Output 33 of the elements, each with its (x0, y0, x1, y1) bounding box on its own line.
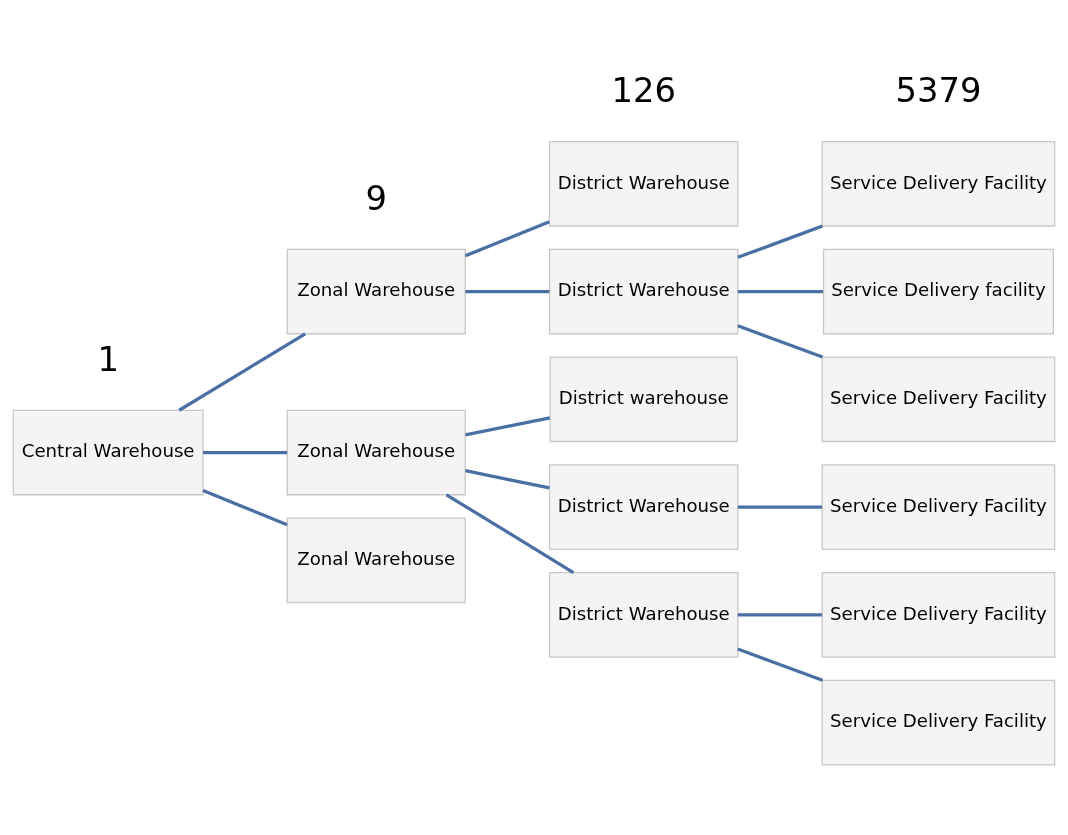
connector (178, 332, 307, 412)
connector (464, 220, 550, 258)
connector (737, 289, 823, 294)
connector (465, 469, 550, 490)
connector (737, 647, 824, 682)
label: 1 (97, 340, 119, 380)
connector (203, 450, 288, 455)
node-box: District Warehouse (548, 248, 739, 335)
label: 9 (365, 179, 387, 219)
connector (737, 324, 824, 359)
connector (465, 289, 550, 294)
node-box: District warehouse (549, 356, 738, 443)
node-box: Service Delivery Facility (821, 679, 1056, 766)
connector (202, 489, 288, 527)
connector (465, 416, 551, 437)
node-box: Service Delivery Facility (821, 572, 1056, 658)
node-box: Central Warehouse (12, 409, 204, 496)
node-box: Service Delivery Facility (821, 140, 1056, 227)
node-box: Zonal Warehouse (286, 248, 466, 335)
node-box: District Warehouse (548, 572, 739, 658)
connector (737, 224, 824, 259)
connector (737, 613, 822, 617)
node-box: Service Delivery Facility (821, 356, 1056, 443)
node-box: District Warehouse (548, 140, 739, 227)
node-box: Zonal Warehouse (286, 517, 466, 604)
label: 126 (611, 71, 676, 111)
connector (445, 493, 575, 574)
node-box: District Warehouse (548, 464, 739, 550)
connector (737, 505, 822, 509)
node-box: Service Delivery facility (822, 248, 1054, 335)
label: 5379 (895, 71, 982, 111)
node-box: Zonal Warehouse (286, 409, 466, 496)
node-box: Service Delivery Facility (821, 464, 1056, 550)
